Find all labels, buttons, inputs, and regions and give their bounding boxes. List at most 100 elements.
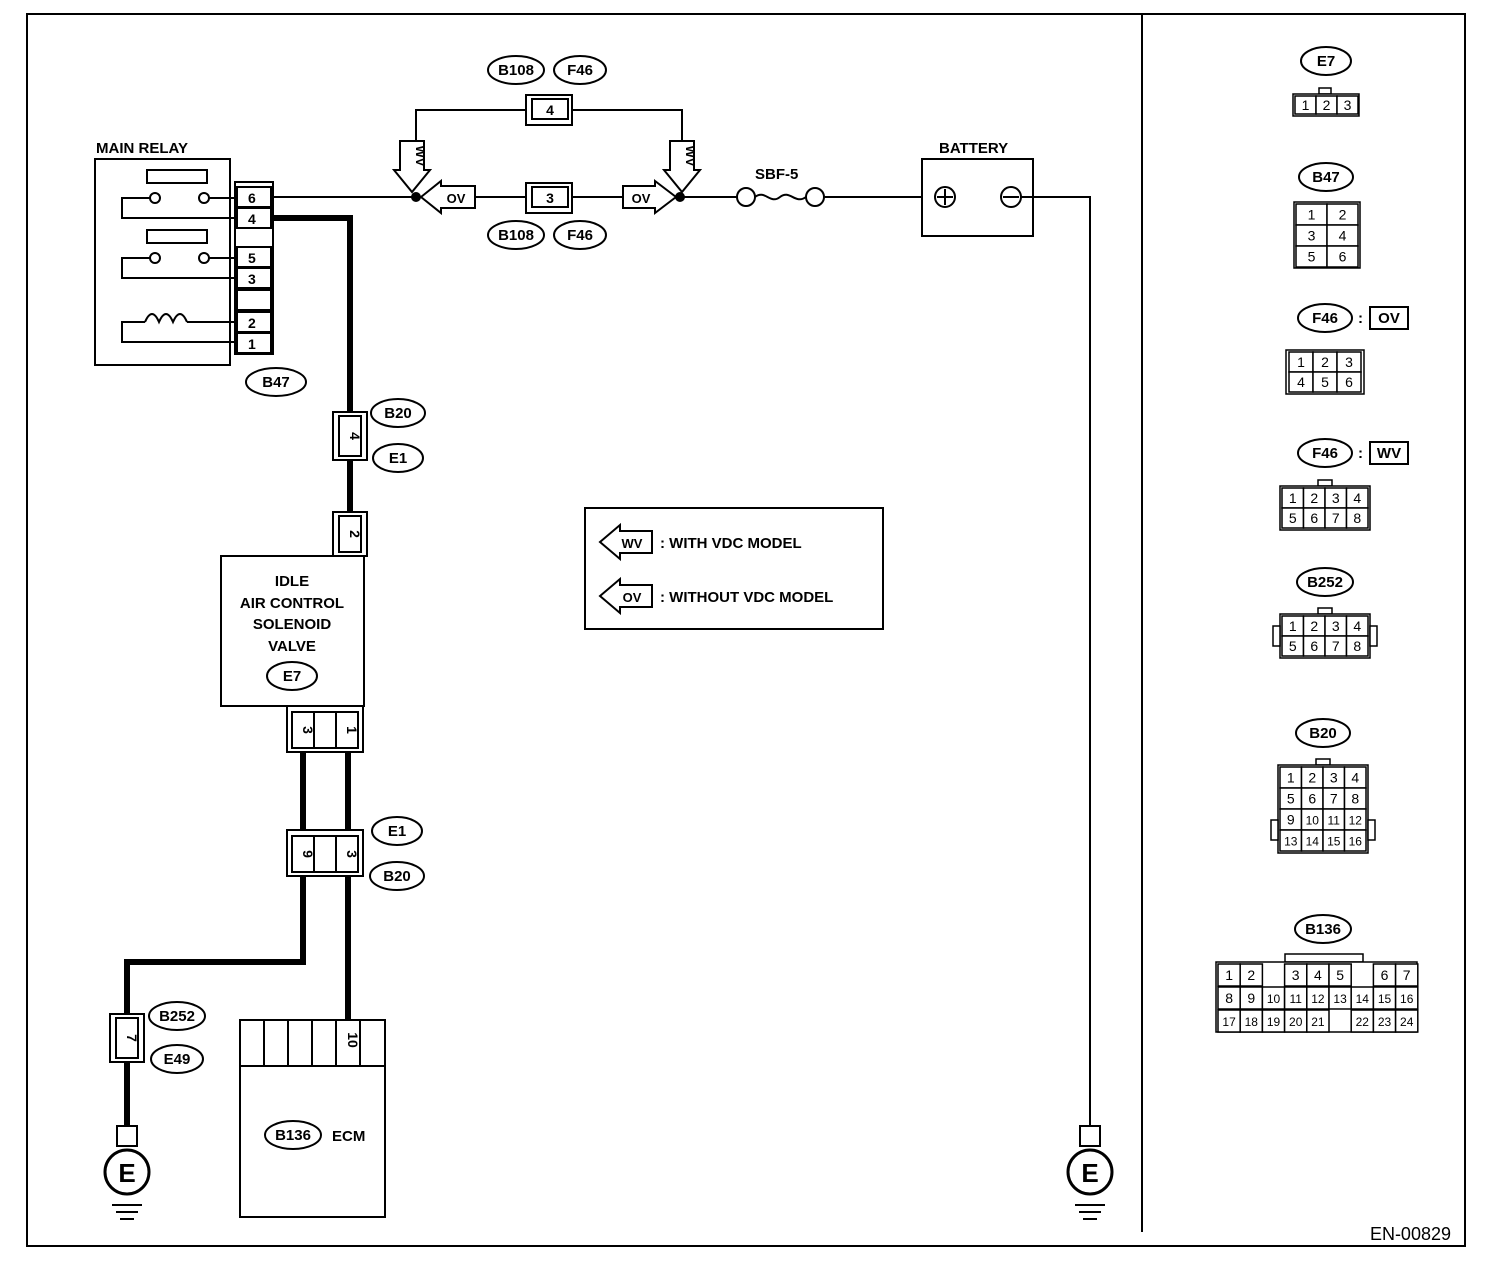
b252-oval: B252 bbox=[159, 1008, 195, 1025]
b136-pin-14: 14 bbox=[1356, 992, 1370, 1006]
b108-pin-4: 4 bbox=[546, 102, 554, 118]
f46-wv-pin-2: 2 bbox=[1310, 490, 1318, 506]
f46-ov-pin-5: 5 bbox=[1321, 374, 1329, 390]
pinout-b20-title: B20 bbox=[1309, 725, 1337, 742]
ov-arrow-right-icon: OV bbox=[622, 178, 678, 216]
b136-pin-10: 10 bbox=[1267, 992, 1281, 1006]
f46-ov-pin-6: 6 bbox=[1345, 374, 1353, 390]
b108-top-oval: B108 bbox=[498, 62, 534, 79]
b136-pin-13: 13 bbox=[1333, 992, 1347, 1006]
b108-bottom-oval: B108 bbox=[498, 227, 534, 244]
e7-pin-2: 2 bbox=[347, 530, 363, 538]
wv-arrow-right-icon: WV bbox=[661, 140, 703, 194]
f46-wv-pin-7: 7 bbox=[1332, 510, 1340, 526]
relay-pin-1: 1 bbox=[248, 336, 256, 352]
legend-ov-text: : WITHOUT VDC MODEL bbox=[660, 589, 833, 606]
f46-wv-pin-6: 6 bbox=[1310, 510, 1318, 526]
b136-ecm-oval: B136 bbox=[275, 1127, 311, 1144]
b136-pin-18: 18 bbox=[1245, 1015, 1259, 1029]
relay-pin-3: 3 bbox=[248, 271, 256, 287]
f46-wv-pin-4: 4 bbox=[1353, 490, 1361, 506]
b20-upper-pin-4: 4 bbox=[347, 432, 363, 440]
f46-ov-pin-1: 1 bbox=[1297, 354, 1305, 370]
b136-pin-9: 9 bbox=[1247, 990, 1255, 1006]
b47-pin-3: 3 bbox=[1308, 228, 1316, 244]
power-wiring: 4 B108 F46 3 B108 F46 WV WV OV OV bbox=[273, 55, 922, 250]
relay-pin-2: 2 bbox=[248, 315, 256, 331]
b20-pin-3: 3 bbox=[1330, 770, 1338, 786]
f46-ov-pin-4: 4 bbox=[1297, 374, 1305, 390]
b47-pin-2: 2 bbox=[1339, 207, 1347, 223]
b136-pin-16-cell bbox=[1394, 986, 1419, 1010]
b20-pin-9: 9 bbox=[1287, 812, 1295, 828]
f46-ov-pin-6-cell bbox=[1336, 371, 1362, 393]
b20-pin-1: 1 bbox=[1287, 770, 1295, 786]
b136-pin-8: 8 bbox=[1225, 990, 1233, 1006]
ov-right-label: OV bbox=[632, 191, 651, 206]
b20-lower-pin-9: 9 bbox=[300, 850, 316, 858]
b136-pin-6: 6 bbox=[1381, 967, 1389, 983]
ground-right-icon: E bbox=[1066, 1125, 1114, 1220]
iacv-line-1: IDLE bbox=[275, 573, 309, 590]
b252-pin-7: 7 bbox=[124, 1034, 140, 1042]
ecm: 10 B136 ECM bbox=[239, 1019, 386, 1218]
e7-oval: E7 bbox=[283, 668, 301, 685]
b136-pin-17: 17 bbox=[1222, 1015, 1236, 1029]
e7-pin-3: 3 bbox=[300, 726, 316, 734]
e7-pin-2: 2 bbox=[1323, 97, 1331, 113]
ov-left-label: OV bbox=[447, 191, 466, 206]
b136-pin-12: 12 bbox=[1311, 992, 1325, 1006]
pinout-f46-wv-colon: : bbox=[1358, 445, 1363, 462]
wv-arrow-left-icon: WV bbox=[391, 140, 433, 194]
e7-pin-3-cell bbox=[1336, 95, 1359, 115]
b47-pin-6-cell bbox=[1326, 245, 1359, 268]
b136-pin-7-cell bbox=[1394, 963, 1419, 987]
iacv-line-3: SOLENOID bbox=[253, 616, 332, 633]
b136-pin-23: 23 bbox=[1378, 1015, 1392, 1029]
b47-relay-oval: B47 bbox=[262, 374, 290, 391]
idle-air-control-solenoid-valve: 2 IDLE AIR CONTROL SOLENOID VALVE E7 3 1 bbox=[220, 511, 368, 753]
b252-pin-4: 4 bbox=[1353, 618, 1361, 634]
ecm-pin-10: 10 bbox=[345, 1032, 361, 1048]
f46-top-oval: F46 bbox=[567, 62, 593, 79]
b47-pin-6: 6 bbox=[1339, 249, 1347, 265]
b136-pin-16: 16 bbox=[1400, 992, 1414, 1006]
b20-pin-4: 4 bbox=[1351, 770, 1359, 786]
f46-wv-pin-1: 1 bbox=[1289, 490, 1297, 506]
e7-pin-3: 3 bbox=[1344, 97, 1352, 113]
b136-pin-2-cell bbox=[1239, 963, 1264, 987]
pinout-f46-wv-tag: WV bbox=[1377, 445, 1401, 462]
relay-pin-4: 4 bbox=[248, 211, 256, 227]
b20-pin-6: 6 bbox=[1308, 791, 1316, 807]
ground-right-label: E bbox=[1081, 1158, 1098, 1188]
b20-pin-10: 10 bbox=[1306, 814, 1320, 828]
b136-pin-5: 5 bbox=[1336, 967, 1344, 983]
pinout-e7-title: E7 bbox=[1317, 53, 1335, 70]
b20-pin-16: 16 bbox=[1349, 835, 1363, 849]
pinout-b47-title: B47 bbox=[1312, 169, 1340, 186]
legend-wv-text: : WITH VDC MODEL bbox=[660, 535, 802, 552]
f46-ov-pin-2: 2 bbox=[1321, 354, 1329, 370]
battery-label: BATTERY bbox=[939, 140, 1008, 157]
e7-pin-1: 1 bbox=[1302, 97, 1310, 113]
ecm-label: ECM bbox=[332, 1128, 365, 1145]
b136-pin-22: 22 bbox=[1356, 1015, 1370, 1029]
f46-wv-pin-5: 5 bbox=[1289, 510, 1297, 526]
b252-pin-8-cell bbox=[1345, 635, 1369, 657]
b136-pin-19: 19 bbox=[1267, 1015, 1281, 1029]
e1-upper-oval: E1 bbox=[389, 450, 407, 467]
b20-pin-2: 2 bbox=[1308, 770, 1316, 786]
b136-pin-7: 7 bbox=[1403, 967, 1411, 983]
b108-pin-3: 3 bbox=[546, 190, 554, 206]
pinout-f46-ov-tag: OV bbox=[1378, 310, 1400, 327]
fuse-icon bbox=[736, 187, 825, 207]
ground-left-icon: E bbox=[103, 1125, 151, 1220]
b136-pin-2: 2 bbox=[1247, 967, 1255, 983]
f46-wv-pin-8: 8 bbox=[1353, 510, 1361, 526]
b20-lower-pin-3: 3 bbox=[344, 850, 360, 858]
b136-pin-5-cell bbox=[1328, 963, 1352, 987]
document-id: EN-00829 bbox=[1370, 1224, 1451, 1244]
b20-pin-13: 13 bbox=[1284, 835, 1298, 849]
